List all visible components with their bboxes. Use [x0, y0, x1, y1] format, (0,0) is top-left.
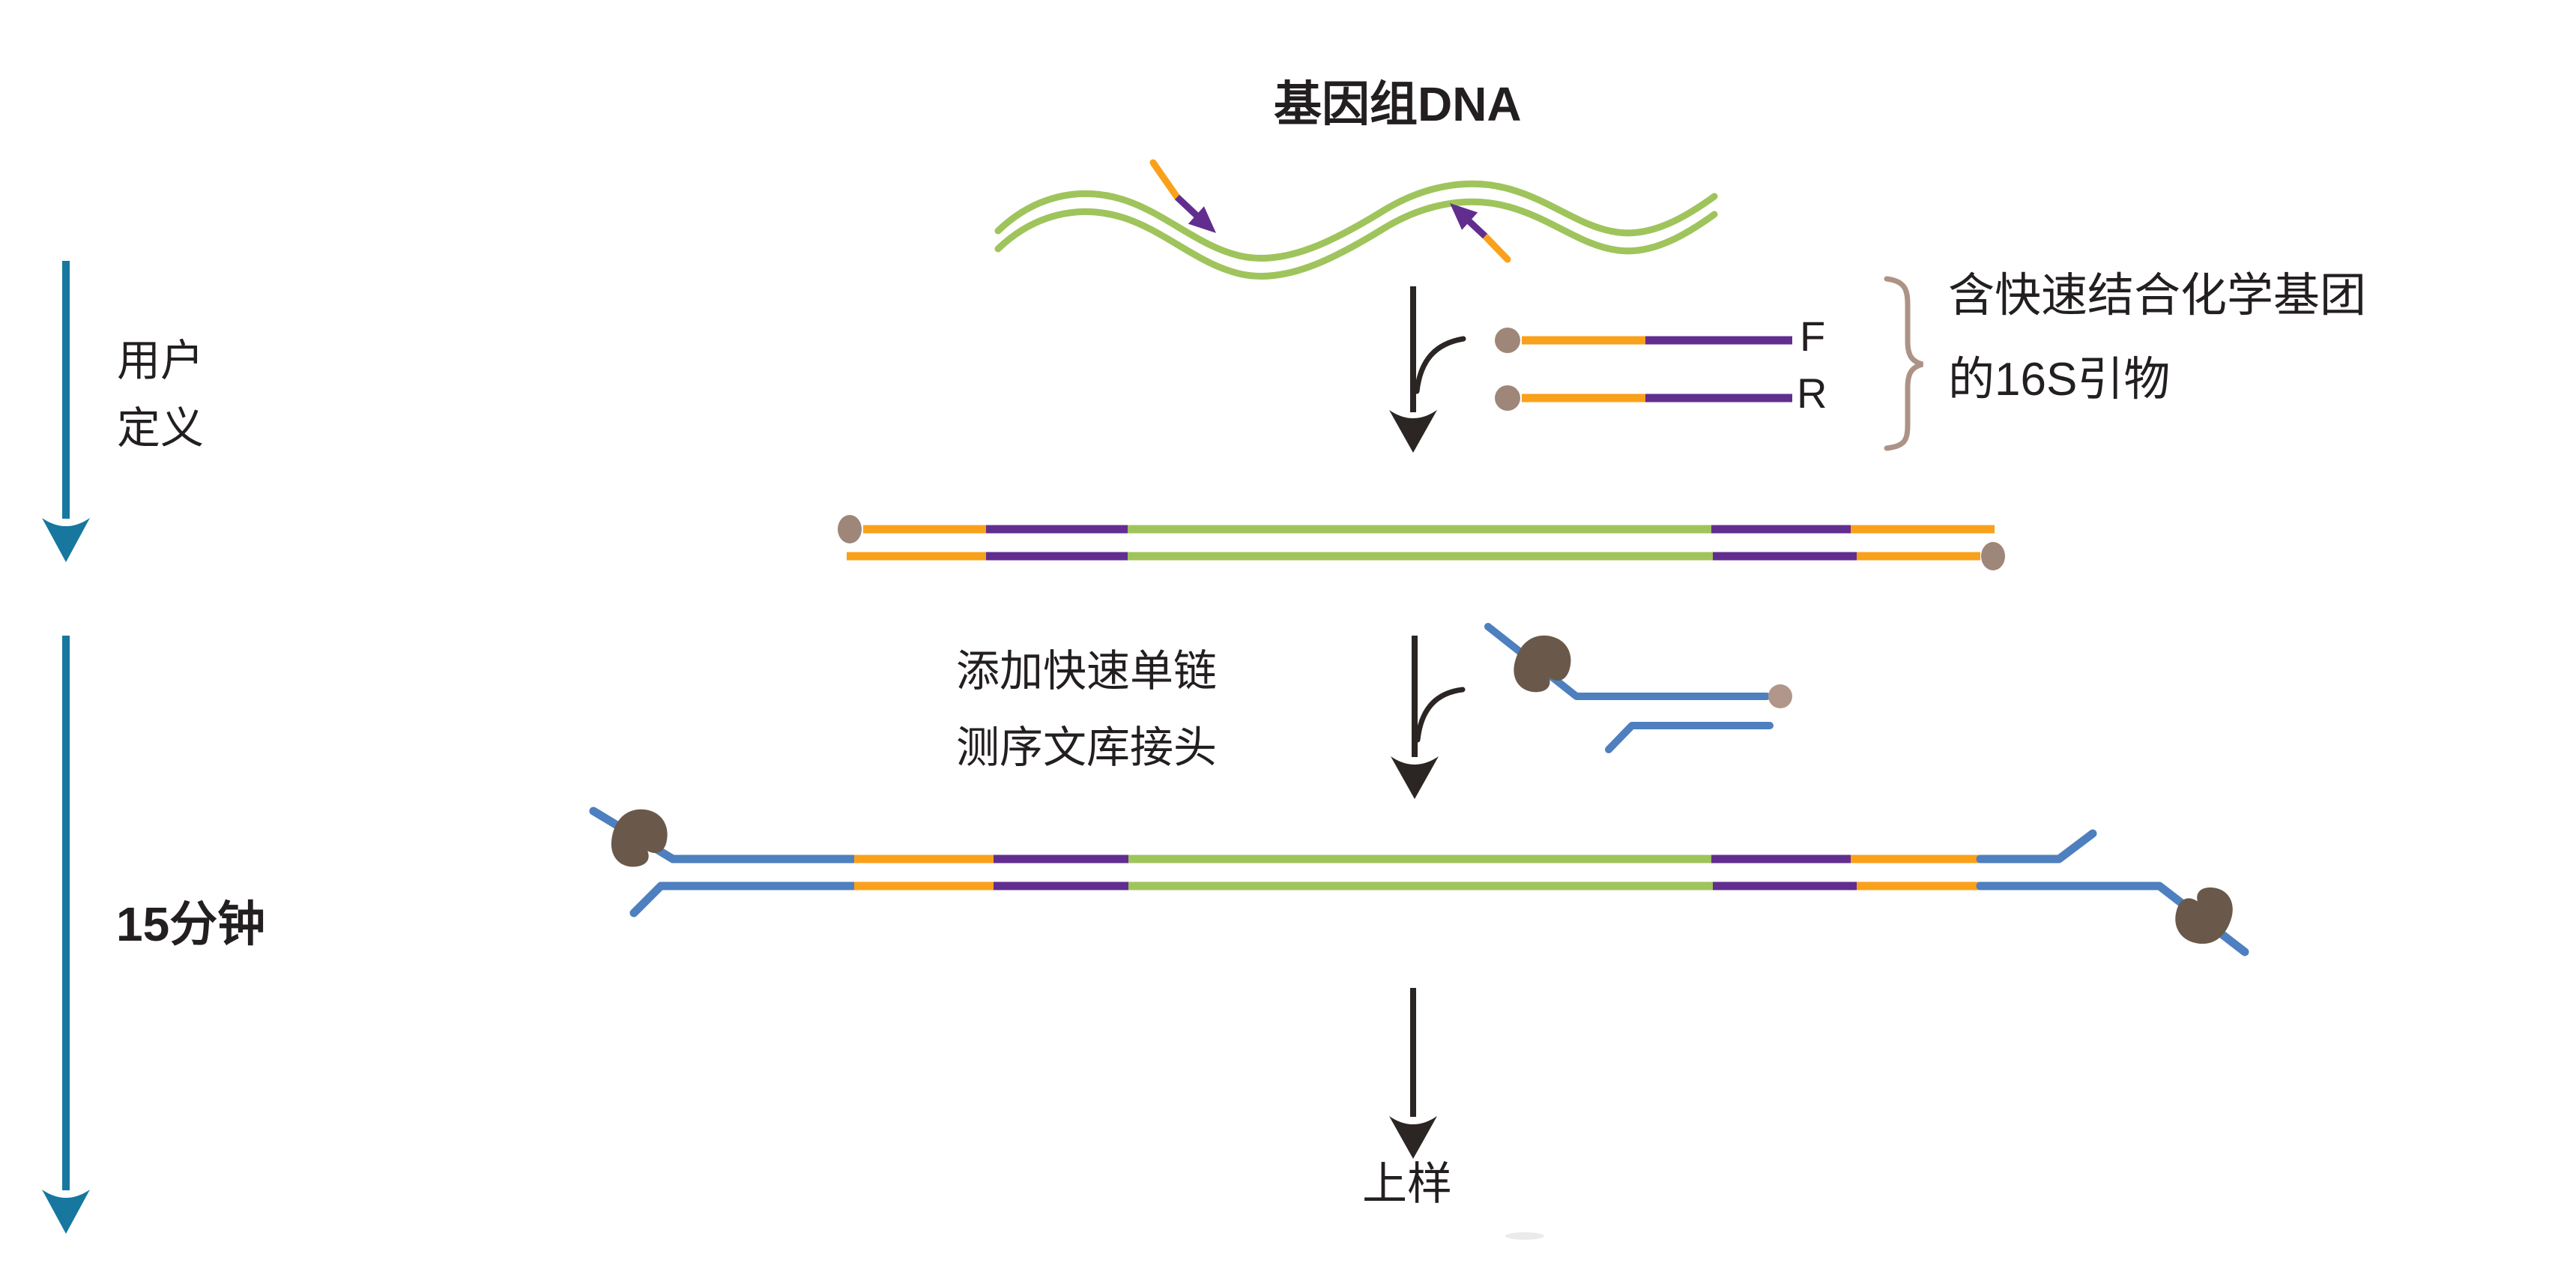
primer-r-label: R: [1797, 370, 1827, 417]
primer-r-icon: [1495, 385, 1792, 411]
faint-artifact: [1505, 1232, 1544, 1240]
user-defined-label-line1: 用户: [117, 337, 205, 385]
primer-r-bead-icon: [1495, 385, 1520, 411]
final-library-top-strand-icon: [589, 804, 2097, 873]
duration-label: 15分钟: [116, 897, 266, 951]
amplicon-bottom-strand-icon: [847, 542, 2005, 570]
step1-arrow-icon: [1389, 286, 1466, 453]
brace-icon: [1884, 276, 1924, 451]
loading-arrow-icon: [1389, 988, 1437, 1159]
primer-note-line2: 的16S引物: [1948, 354, 2171, 406]
rapid-adapter-icon: [1484, 623, 1792, 753]
user-defined-label-line2: 定义: [117, 404, 205, 453]
amplicon-bead-right-icon: [1981, 542, 2005, 570]
primer-f-bead-icon: [1495, 328, 1520, 353]
primer-f-icon: [1495, 328, 1792, 353]
step2-arrow-icon: [1391, 636, 1466, 799]
adapter-bead-icon: [1768, 684, 1792, 708]
reverse-primer-annealing-icon: [1450, 203, 1511, 263]
loading-label: 上样: [1362, 1159, 1452, 1209]
forward-primer-annealing-icon: [1149, 159, 1216, 233]
amplicon-top-strand-icon: [838, 515, 1995, 543]
adapter-step-label-line1: 添加快速单链: [956, 647, 1218, 696]
diagram-title: 基因组DNA: [1274, 77, 1522, 131]
amplicon-bead-left-icon: [838, 515, 862, 543]
primer-note-line1: 含快速结合化学基团: [1948, 270, 2367, 322]
genomic-dna-wave-icon: [994, 159, 1718, 280]
user-defined-timeline-arrow-icon: [42, 261, 90, 562]
adapter-step-label-line2: 测序文库接头: [956, 723, 1218, 772]
duration-timeline-arrow-icon: [42, 636, 90, 1234]
motor-protein-left-icon: [606, 804, 673, 873]
final-library-bottom-strand-icon: [629, 878, 2249, 956]
primer-f-label: F: [1800, 313, 1826, 360]
